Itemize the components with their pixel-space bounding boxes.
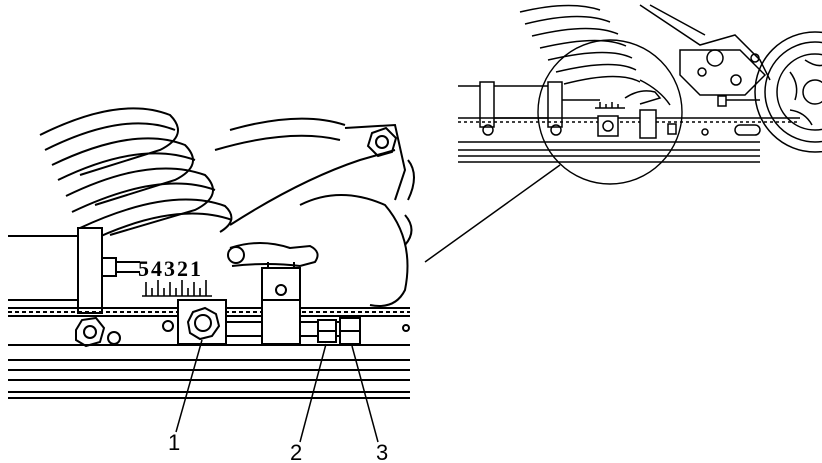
shock-absorber <box>8 227 140 314</box>
overview-spring <box>519 4 641 85</box>
overview-shock <box>458 81 600 136</box>
magnifier-circle <box>537 39 683 185</box>
overview-arm <box>639 4 771 106</box>
overview-adjuster <box>595 90 760 139</box>
callout-1-label: 1 <box>168 430 180 455</box>
spring-coils <box>39 107 346 243</box>
overview-view <box>458 4 822 185</box>
jam-nut-2 <box>317 319 337 343</box>
arm-bolt-hex <box>366 126 398 158</box>
overview-idler-wheel <box>754 31 822 153</box>
detail-view: 54321 <box>8 107 415 443</box>
cable <box>229 242 319 268</box>
cable-clamp <box>261 262 301 345</box>
callout-2-leader <box>299 343 327 443</box>
callout-1-leader <box>175 339 203 433</box>
adjuster-cam-block <box>177 299 227 345</box>
adjustment-scale-digits: 54321 <box>138 256 203 281</box>
callout-3-leader <box>351 345 379 443</box>
jam-nut-3 <box>339 317 361 345</box>
suspension-arm <box>229 123 415 307</box>
adjustment-scale <box>142 280 212 297</box>
rail-bolts <box>75 316 410 348</box>
callout-2-label: 2 <box>290 440 302 463</box>
callout-3-label: 3 <box>376 440 388 463</box>
overview-rails <box>458 117 800 163</box>
magnifier-connector <box>424 164 561 263</box>
